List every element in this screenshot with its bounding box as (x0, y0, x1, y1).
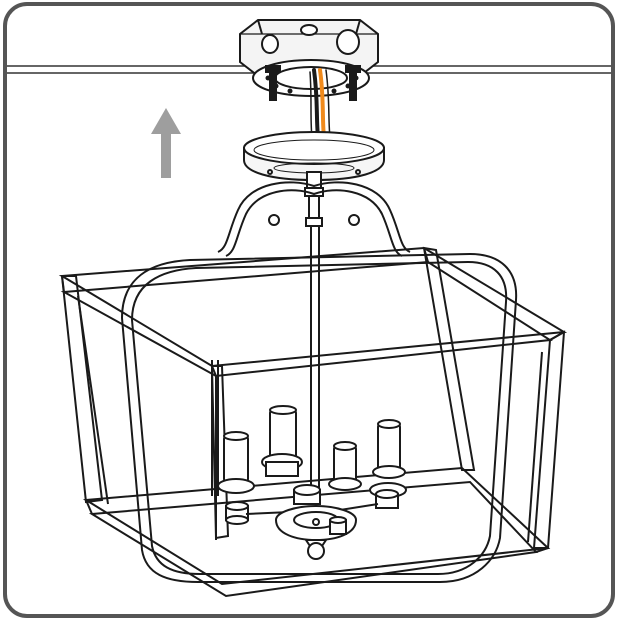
mounting-screw-icon (345, 65, 361, 101)
arch-bracket (217, 181, 411, 257)
lantern-cage-front (58, 246, 568, 598)
junction-box-icon (239, 19, 379, 101)
lantern-cage-back (120, 252, 518, 583)
candle-sockets-icon (217, 405, 407, 560)
up-arrow-icon (151, 108, 181, 178)
mounting-screw-icon (265, 65, 281, 101)
canopy-icon (243, 131, 385, 182)
